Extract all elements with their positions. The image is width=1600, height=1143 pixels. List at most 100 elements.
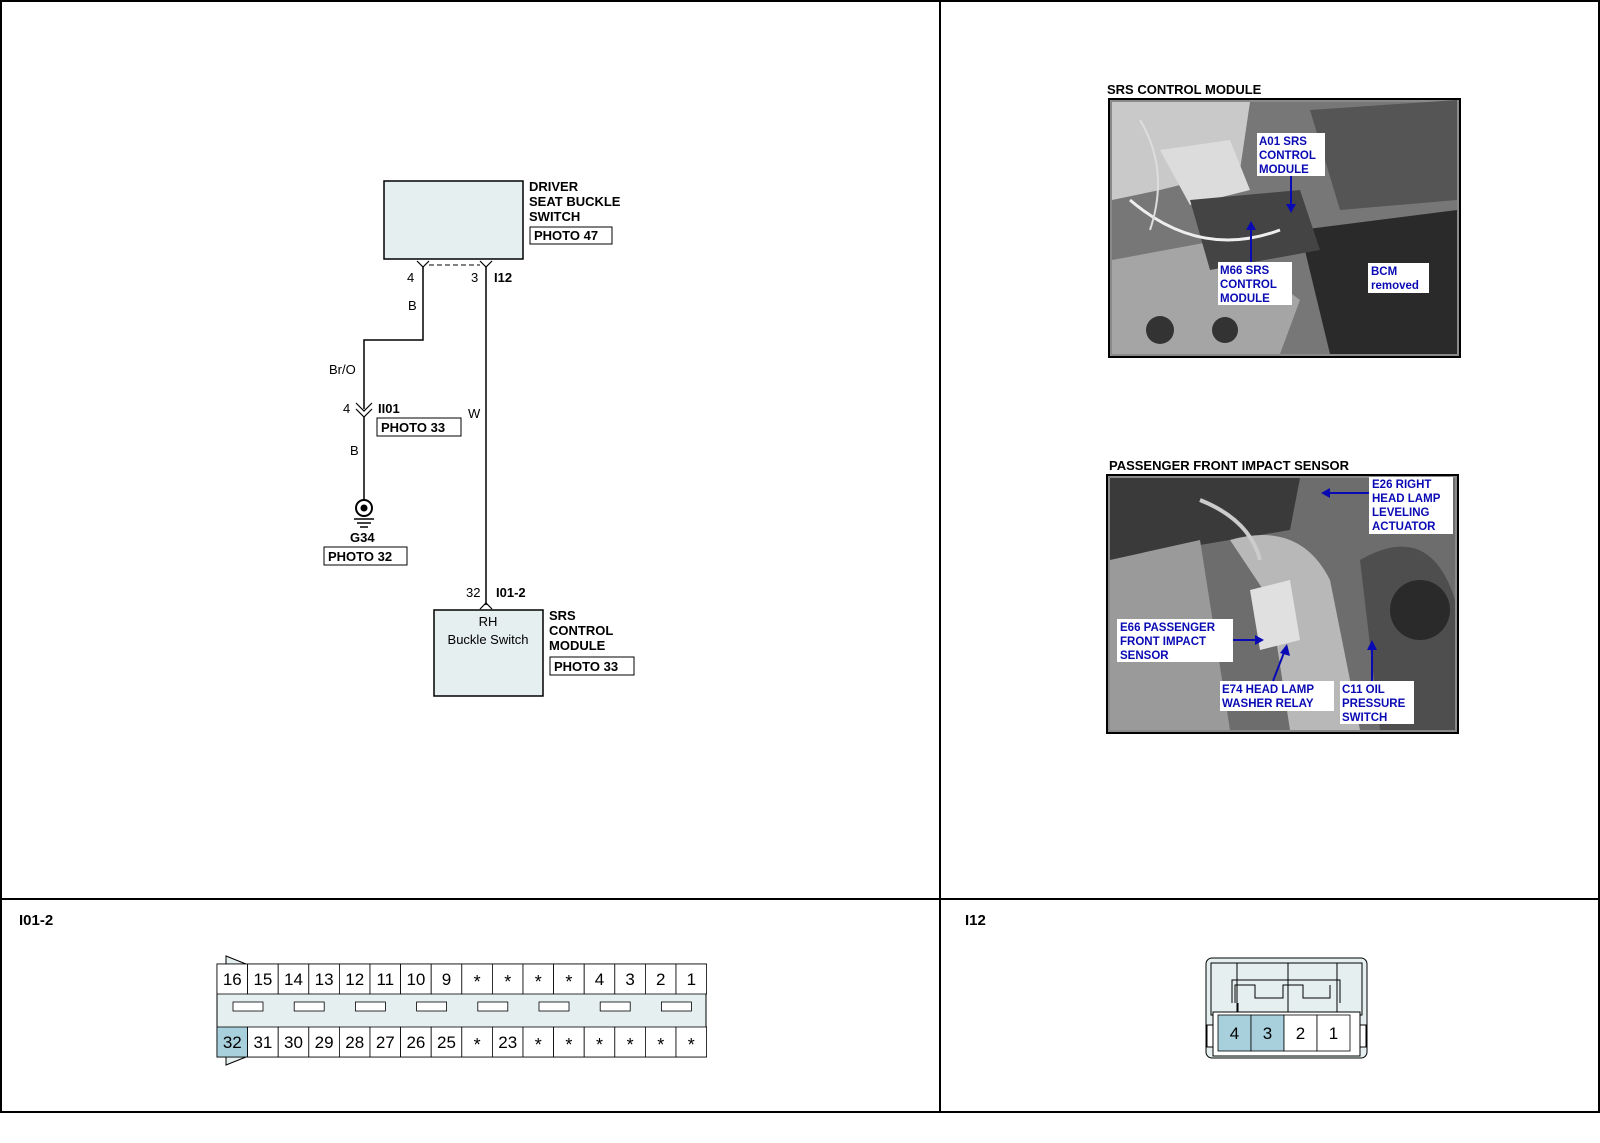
terminal-4-top [416,260,430,268]
i01-2-top-pin-label: 4 [595,970,604,989]
i01-2-bottom-pin-label: 27 [376,1033,395,1052]
driver-switch-label-2: SEAT BUCKLE [529,194,621,209]
connector-i12-title: I12 [965,912,986,929]
conn-i01-2-label: I01-2 [496,585,526,600]
i01-2-top-pin-label: 12 [345,970,364,989]
i01-2-top-pin-label: * [504,972,511,992]
i01-2-bottom-pin-label: 25 [437,1033,456,1052]
i01-2-bottom-cell [369,1026,402,1058]
i01-2-bottom-pin-label: 31 [253,1033,272,1052]
i01-2-bottom-pin-label: * [474,1035,481,1055]
wire-b-bottom-label: B [350,443,359,458]
i01-2-bottom-pin-label: 28 [345,1033,364,1052]
i01-2-top-cell [277,963,310,995]
i01-2-top-pin-label: 14 [284,970,303,989]
callout-e26-2: HEAD LAMP [1372,493,1441,505]
callout-bcm-1: BCM [1371,266,1397,278]
photo-impact-title: PASSENGER FRONT IMPACT SENSOR [1109,458,1350,473]
driver-switch-label-3: SWITCH [529,209,580,224]
callout-m66-2: CONTROL [1220,279,1277,291]
i01-2-latch-slot [354,1001,386,1012]
srs-label-2: CONTROL [549,623,613,638]
pin-32-label: 32 [466,585,480,600]
photo-srs-title: SRS CONTROL MODULE [1107,82,1262,97]
terminal-3-top [479,260,493,268]
i01-2-bottom-cell [216,1026,249,1058]
srs-box-line-2: Buckle Switch [448,632,529,647]
i01-2-bottom-cell [522,1026,555,1058]
ground-photo-ref: PHOTO 32 [328,549,392,564]
i01-2-bottom-pin-label: * [596,1035,603,1055]
pin-3-top-label: 3 [471,270,478,285]
i01-2-top-cell [247,963,279,995]
inline-connector-ii01-male [355,402,373,412]
i01-2-bottom-cell [645,1026,677,1058]
wire-b-top-label: B [408,298,417,313]
i01-2-top-pin-label: 2 [656,970,665,989]
ii01-photo-ref: PHOTO 33 [381,420,445,435]
i01-2-bottom-pin-label: * [627,1035,634,1055]
i01-2-latch-slot [477,1001,509,1012]
i01-2-bottom-pin-label: 26 [406,1033,425,1052]
i01-2-top-pin-label: * [565,972,572,992]
callout-a01-3: MODULE [1259,164,1309,176]
callout-m66-1: M66 SRS [1220,265,1270,277]
i01-2-top-pin-label: 11 [376,970,394,989]
callout-e26-1: E26 RIGHT [1372,479,1431,491]
srs-box-line-1: RH [479,614,498,629]
wire-bro-label: Br/O [329,362,356,377]
callout-e66-2: FRONT IMPACT [1120,636,1206,648]
i01-2-top-pin-label: * [535,972,542,992]
terminal-32 [479,602,493,610]
i01-2-latch-slot [232,1001,264,1012]
i01-2-top-cell [308,963,340,995]
callout-e66-3: SENSOR [1120,650,1169,662]
driver-switch-photo-ref: PHOTO 47 [534,228,598,243]
i01-2-latch-slots [232,1001,692,1012]
callout-e66-1: E66 PASSENGER [1120,622,1216,634]
i01-2-bottom-pin-label: * [565,1035,572,1055]
connector-i01-2-title: I01-2 [19,912,53,929]
i12-pin-label: 2 [1296,1024,1305,1043]
ii01-photo-box [376,417,462,437]
i01-2-top-cell [430,963,463,995]
i01-2-top-cell [583,963,616,995]
i01-2-top-cell [553,963,585,995]
photo-srs-control-module: SRS CONTROL MODULE A01 SRS CONTROL MODUL… [1107,82,1461,358]
i01-2-top-pin-label: 10 [406,970,425,989]
i01-2-top-cell [675,963,708,995]
i01-2-bottom-cell [553,1026,585,1058]
driver-seat-buckle-switch [383,180,524,260]
wire-w-label: W [468,406,481,421]
i12-pin-cell [1283,1014,1318,1052]
i01-2-bottom-cell [491,1026,524,1058]
srs-label-3: MODULE [549,638,606,653]
i01-2-top-pin-label: 9 [442,970,451,989]
srs-photo-box [549,656,635,676]
srs-label-1: SRS [549,608,576,623]
i01-2-top-pin-label: 3 [625,970,634,989]
i01-2-bottom-pin-label: 32 [223,1033,242,1052]
ground-photo-box [323,546,408,566]
i01-2-bottom-cell [461,1026,493,1058]
callout-e74-1: E74 HEAD LAMP [1222,684,1314,696]
i01-2-bottom-cell [277,1026,310,1058]
i01-2-bottom-cell [400,1026,432,1058]
callout-c11-1: C11 OIL [1342,684,1385,696]
i12-pin-label: 3 [1263,1024,1272,1043]
conn-ii01-label: II01 [378,401,400,416]
i01-2-latch-slot [293,1001,325,1012]
callout-c11-2: PRESSURE [1342,698,1406,710]
panel-borders [0,0,1600,1113]
i01-2-top-pin-label: 15 [253,970,272,989]
pin-4-top-label: 4 [407,270,414,285]
i01-2-bottom-pin-label: 30 [284,1033,303,1052]
i01-2-bottom-pin-label: * [688,1035,695,1055]
callout-bcm-2: removed [1371,280,1419,292]
pin-4-ii01-label: 4 [343,401,350,416]
i01-2-bottom-pin-label: 29 [315,1033,334,1052]
callout-m66-3: MODULE [1220,293,1270,305]
ground-g34-label: G34 [350,530,375,545]
